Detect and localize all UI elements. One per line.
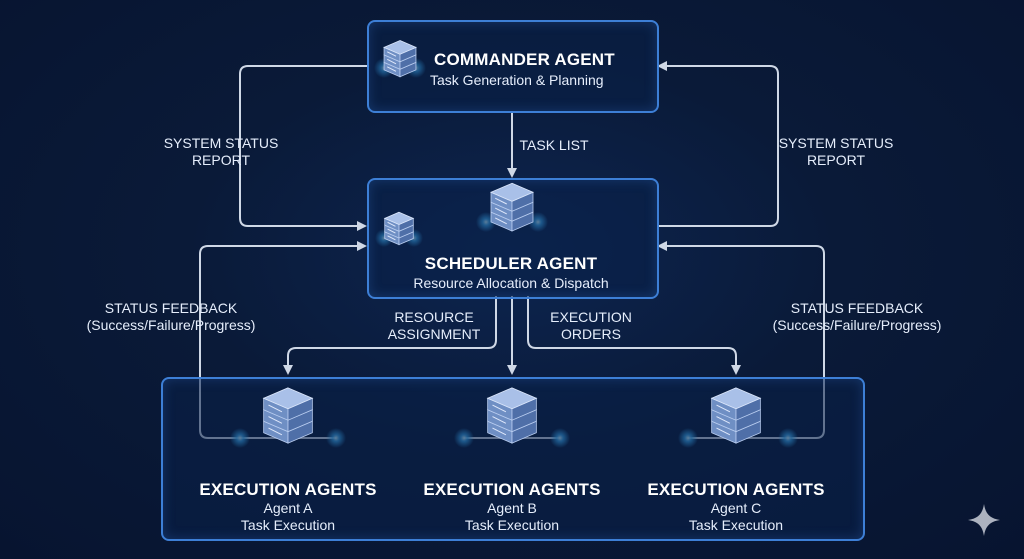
resource-assignment-line2: ASSIGNMENT [387, 326, 481, 342]
system-status-right-arrow [657, 61, 779, 227]
status-feedback-left-line1: STATUS FEEDBACK [104, 300, 238, 316]
resource-assignment-arrow [283, 296, 497, 375]
status-feedback-right-line2: (Success/Failure/Progress) [772, 317, 942, 333]
system-status-right-line2: REPORT [806, 152, 866, 168]
server-stack-icon [483, 384, 541, 453]
server-stack-icon [487, 180, 537, 240]
commander-title: COMMANDER AGENT [434, 50, 615, 69]
server-stack-icon [381, 38, 419, 85]
sparkle-icon [968, 504, 1000, 536]
execution-agent-a-title: EXECUTION AGENTS [199, 480, 377, 499]
scheduler-title: SCHEDULER AGENT [424, 254, 598, 273]
system-status-right-line1: SYSTEM STATUS [778, 135, 894, 151]
execution-agent-c-title: EXECUTION AGENTS [647, 480, 825, 499]
status-feedback-right-label: STATUS FEEDBACK (Success/Failure/Progres… [773, 300, 942, 334]
execution-agent-b-title: EXECUTION AGENTS [423, 480, 601, 499]
execution-agent-c-role: Task Execution [688, 517, 784, 533]
status-feedback-right-line1: STATUS FEEDBACK [790, 300, 924, 316]
execution-orders-label: EXECUTION ORDERS [550, 309, 632, 343]
status-feedback-left-line2: (Success/Failure/Progress) [86, 317, 256, 333]
system-status-left-label: SYSTEM STATUS REPORT [164, 135, 279, 169]
execution-agent-a-name: Agent A [263, 500, 313, 516]
system-status-right-label: SYSTEM STATUS REPORT [779, 135, 894, 169]
scheduler-subtitle: Resource Allocation & Dispatch [413, 275, 609, 291]
execution-orders-line2: ORDERS [561, 326, 621, 342]
status-feedback-left-label: STATUS FEEDBACK (Success/Failure/Progres… [87, 300, 256, 334]
execution-agent-b-role: Task Execution [464, 517, 560, 533]
execution-orders-arrow [527, 296, 741, 375]
resource-assignment-line1: RESOURCE [394, 309, 474, 325]
task-list-label: TASK LIST [519, 137, 589, 153]
system-status-left-arrow [239, 65, 367, 231]
server-stack-icon [382, 210, 416, 252]
system-status-left-line2: REPORT [191, 152, 251, 168]
commander-subtitle: Task Generation & Planning [430, 72, 604, 88]
server-stack-icon [259, 384, 317, 453]
execution-orders-line1: EXECUTION [550, 309, 632, 325]
execution-agent-a-role: Task Execution [240, 517, 336, 533]
execution-agent-c-name: Agent C [710, 500, 762, 516]
execution-agent-b-name: Agent B [487, 500, 537, 516]
server-stack-icon [707, 384, 765, 453]
system-status-left-line1: SYSTEM STATUS [163, 135, 279, 151]
resource-assignment-label: RESOURCE ASSIGNMENT [388, 309, 481, 343]
